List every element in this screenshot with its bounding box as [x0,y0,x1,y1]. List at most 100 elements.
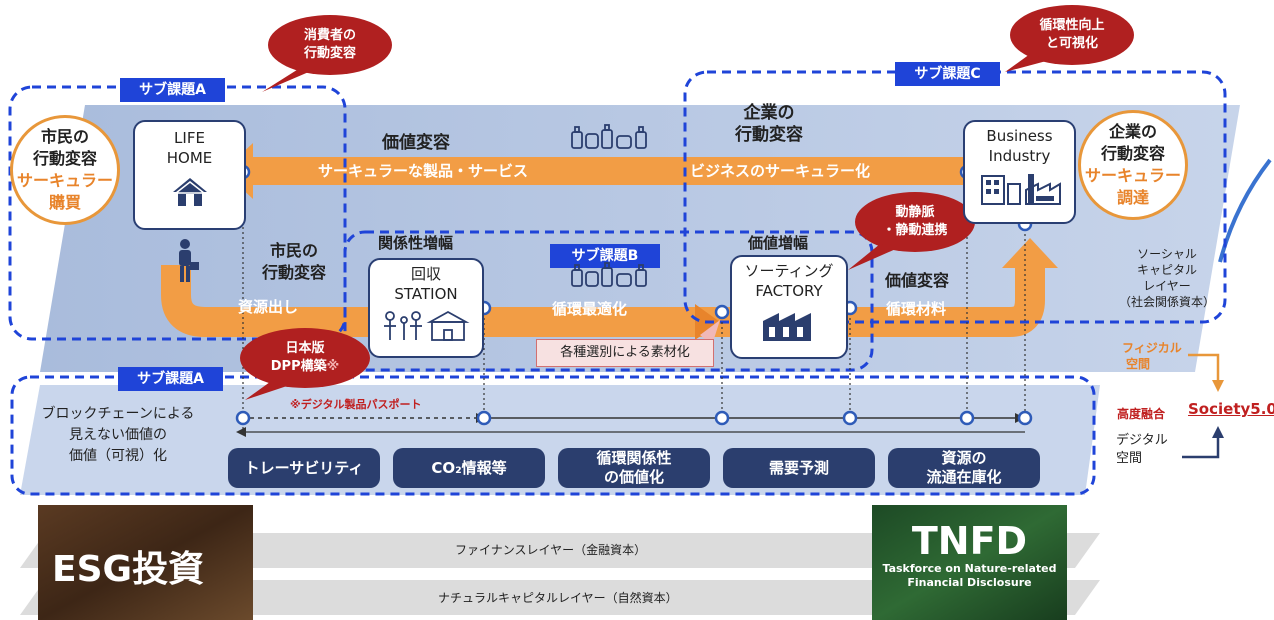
node-line: STATION [394,285,458,303]
circle-sub: サーキュラー [1084,166,1181,185]
subtask-a-top-outline [8,85,347,341]
flow-cycle-optimization: 循環最適化 [552,300,628,318]
person-icon [179,239,199,282]
label-line: デジタル [1116,433,1168,448]
advanced-fusion-label: 高度融合 [1117,407,1166,421]
esg-image [38,505,253,620]
value-change-right-label: 価値変容 [885,271,950,290]
circle-title: 市民の [40,127,89,146]
box-line: 需要予測 [768,458,829,477]
flow-cycle-material: 循環材料 [886,300,947,318]
bubble-line: 循環性向上 [1039,18,1105,33]
natural-layer-label: ナチュラルキャピタルレイヤー（自然資本） [438,591,678,605]
node-line: 回収 [410,265,441,283]
natural-layer-plane [20,580,1100,615]
circle-title: 企業の [1108,122,1157,141]
traceability-box: トレーサビリティ [228,448,380,488]
value-amplification-label: 価値増幅 [748,234,809,252]
label-line: 企業の [743,103,795,123]
flow-circular-products: サーキュラーな製品・サービス [318,162,529,180]
node-line: FACTORY [755,282,823,300]
label-line: 行動変容 [735,125,803,145]
flow-resource-out: 資源出し [238,298,299,316]
dpp-note: ※デジタル製品パスポート [290,398,422,411]
value-change-top-label: 価値変容 [382,133,450,153]
bottles-icon [571,262,647,287]
label-line: 市民の [270,241,319,260]
tnfd-image [872,505,1067,620]
bubble-line: DPP構築※ [271,358,340,376]
sorting-note-box: 各種選別による素材化 [536,339,714,367]
circle-sub: サーキュラー [16,171,113,190]
co2-info-box: CO₂情報等 [393,448,545,488]
label-line: ブロックチェーンによる [41,406,195,422]
bubble-line: 動静脈 [895,205,935,220]
circular-value-box: 循環関係性 の価値化 [558,448,710,488]
box-line: の価値化 [603,468,664,486]
label-line: 空間 [1126,357,1151,371]
top-flow-bar [250,157,990,185]
subtask-b-outline [343,230,874,372]
physical-space-label: フィジカル 空間 [1122,340,1182,372]
node-line: ソーティング [744,262,834,280]
sorting-factory-node: ソーティング FACTORY [730,255,848,359]
node-line: LIFE [174,129,205,147]
subtask-a-bottom-outline [10,375,1096,496]
business-industry-node: Business Industry [963,120,1076,224]
subtask-a-bottom-tag: サブ課題A [118,367,223,391]
label-line: ソーシャル [1137,247,1197,261]
node-line: HOME [166,149,213,167]
box-line: 循環関係性 [596,449,672,467]
social-capital-layer-label: ソーシャル キャピタル レイヤー （社会関係資本） [1112,246,1222,310]
factory-icon [980,174,1061,205]
resource-inventory-box: 資源の 流通在庫化 [888,448,1040,488]
citizen-behavior-circle: 市民の 行動変容 サーキュラー 購買 [10,115,120,225]
blockchain-label: ブロックチェーンによる 見えない価値の 価値（可視）化 [28,404,208,467]
label-line: 価値（可視）化 [69,448,167,464]
consumer-behavior-bubble: 消費者の 行動変容 [275,25,385,65]
esg-investment-label: ESG投資 [52,549,205,590]
label-line: キャピタル [1136,263,1197,277]
dpp-main: DPP構築 [270,359,327,374]
circularity-bubble: 循環性向上 と可視化 [1017,15,1127,55]
tnfd-label: TNFD Taskforce on Nature-related Financi… [872,520,1067,590]
corporate-behavior-label: 企業の 行動変容 [735,102,803,146]
subtask-b-tag: サブ課題B [550,244,660,268]
tnfd-sub: Taskforce on Nature-related [882,562,1057,575]
node-line: Business [986,127,1053,145]
demand-forecast-box: 需要予測 [723,448,875,488]
circle-title: 行動変容 [1100,144,1165,163]
circle-sub: 購買 [48,193,81,212]
digital-space-label: デジタル 空間 [1116,432,1168,468]
dpp-mark: ※ [326,359,340,374]
collection-station-node: 回収 STATION [368,258,484,358]
tnfd-title: TNFD [911,519,1028,563]
node-line: Industry [988,147,1051,165]
bottom-flow-arrowhead [1002,238,1058,268]
relation-amplification-label: 関係性増幅 [378,234,454,252]
bubble-line: 行動変容 [303,46,356,61]
bubble-line: 日本版 [285,341,325,356]
society-swoosh [1218,158,1272,263]
society5-label: Society5.0 [1188,400,1274,418]
circle-title: 行動変容 [32,149,97,168]
family-school-icon [384,310,470,341]
bottles-icon [571,124,647,149]
box-line: 資源の [941,449,987,467]
label-line: レイヤー [1143,279,1191,293]
life-home-node: LIFE HOME [133,120,246,230]
tnfd-sub: Financial Disclosure [907,576,1032,589]
bubble-line: と可視化 [1045,36,1098,51]
bubble-line: ・静動連携 [882,223,948,238]
subtask-c-tag: サブ課題C [895,62,1000,86]
label-line: 空間 [1116,451,1143,466]
flow-business-circular: ビジネスのサーキュラー化 [690,162,871,180]
corporate-behavior-circle: 企業の 行動変容 サーキュラー 調達 [1078,110,1188,220]
sorting-plant-icon [763,313,811,341]
box-line: 流通在庫化 [926,468,1002,486]
circle-sub: 調達 [1116,188,1149,207]
label-line: 見えない価値の [69,427,167,443]
label-line: （社会関係資本） [1118,295,1215,309]
